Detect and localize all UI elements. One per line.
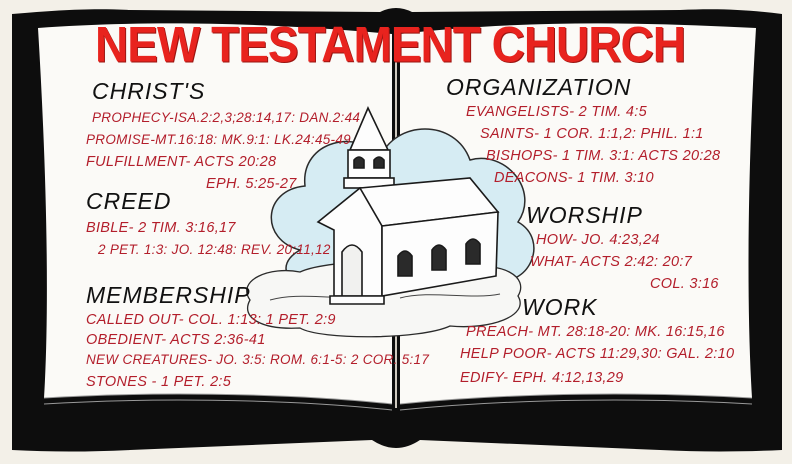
- worship-line-col: COL. 3:16: [650, 276, 719, 292]
- heading-worship: WORSHIP: [526, 202, 643, 228]
- christs-line-prophecy: PROPHECY-ISA.2:2,3;28:14,17: DAN.2:44: [92, 110, 361, 125]
- membership-line-new-creatures: NEW CREATURES- JO. 3:5: ROM. 6:1-5: 2 CO…: [86, 352, 430, 367]
- work-line-help-poor: HELP POOR- ACTS 11:29,30: GAL. 2:10: [460, 346, 735, 362]
- christs-line-eph: EPH. 5:25-27: [206, 176, 297, 192]
- work-line-edify: EDIFY- EPH. 4:12,13,29: [460, 370, 624, 386]
- membership-line-obedient: OBEDIENT- ACTS 2:36-41: [86, 332, 266, 348]
- organization-line-saints: SAINTS- 1 COR. 1:1,2: PHIL. 1:1: [480, 126, 704, 142]
- heading-creed: CREED: [86, 188, 172, 214]
- heading-christs: CHRIST'S: [92, 78, 206, 104]
- heading-work: WORK: [522, 294, 598, 320]
- organization-line-bishops: BISHOPS- 1 TIM. 3:1: ACTS 20:28: [486, 148, 721, 164]
- christs-line-promise: PROMISE-MT.16:18: MK.9:1: LK.24:45-49: [86, 132, 351, 147]
- heading-membership: MEMBERSHIP: [86, 282, 251, 308]
- membership-line-stones: STONES - 1 PET. 2:5: [86, 374, 232, 390]
- poster-title: NEW TESTAMENT CHURCH: [95, 15, 686, 73]
- membership-line-called-out: CALLED OUT- COL. 1:13: 1 PET. 2:9: [86, 312, 336, 328]
- christs-line-fulfillment: FULFILLMENT- ACTS 20:28: [86, 154, 277, 170]
- creed-line-bible: BIBLE- 2 TIM. 3:16,17: [86, 220, 236, 236]
- organization-line-deacons: DEACONS- 1 TIM. 3:10: [494, 170, 654, 186]
- work-line-preach: PREACH- MT. 28:18-20: MK. 16:15,16: [466, 324, 725, 340]
- organization-line-evangelists: EVANGELISTS- 2 TIM. 4:5: [466, 104, 647, 120]
- creed-line-pet: 2 PET. 1:3: JO. 12:48: REV. 20:11,12: [98, 242, 331, 257]
- worship-line-how: HOW- JO. 4:23,24: [536, 232, 660, 248]
- heading-organization: ORGANIZATION: [446, 74, 632, 100]
- worship-line-what: WHAT- ACTS 2:42: 20:7: [530, 254, 693, 270]
- church-building: [316, 106, 500, 305]
